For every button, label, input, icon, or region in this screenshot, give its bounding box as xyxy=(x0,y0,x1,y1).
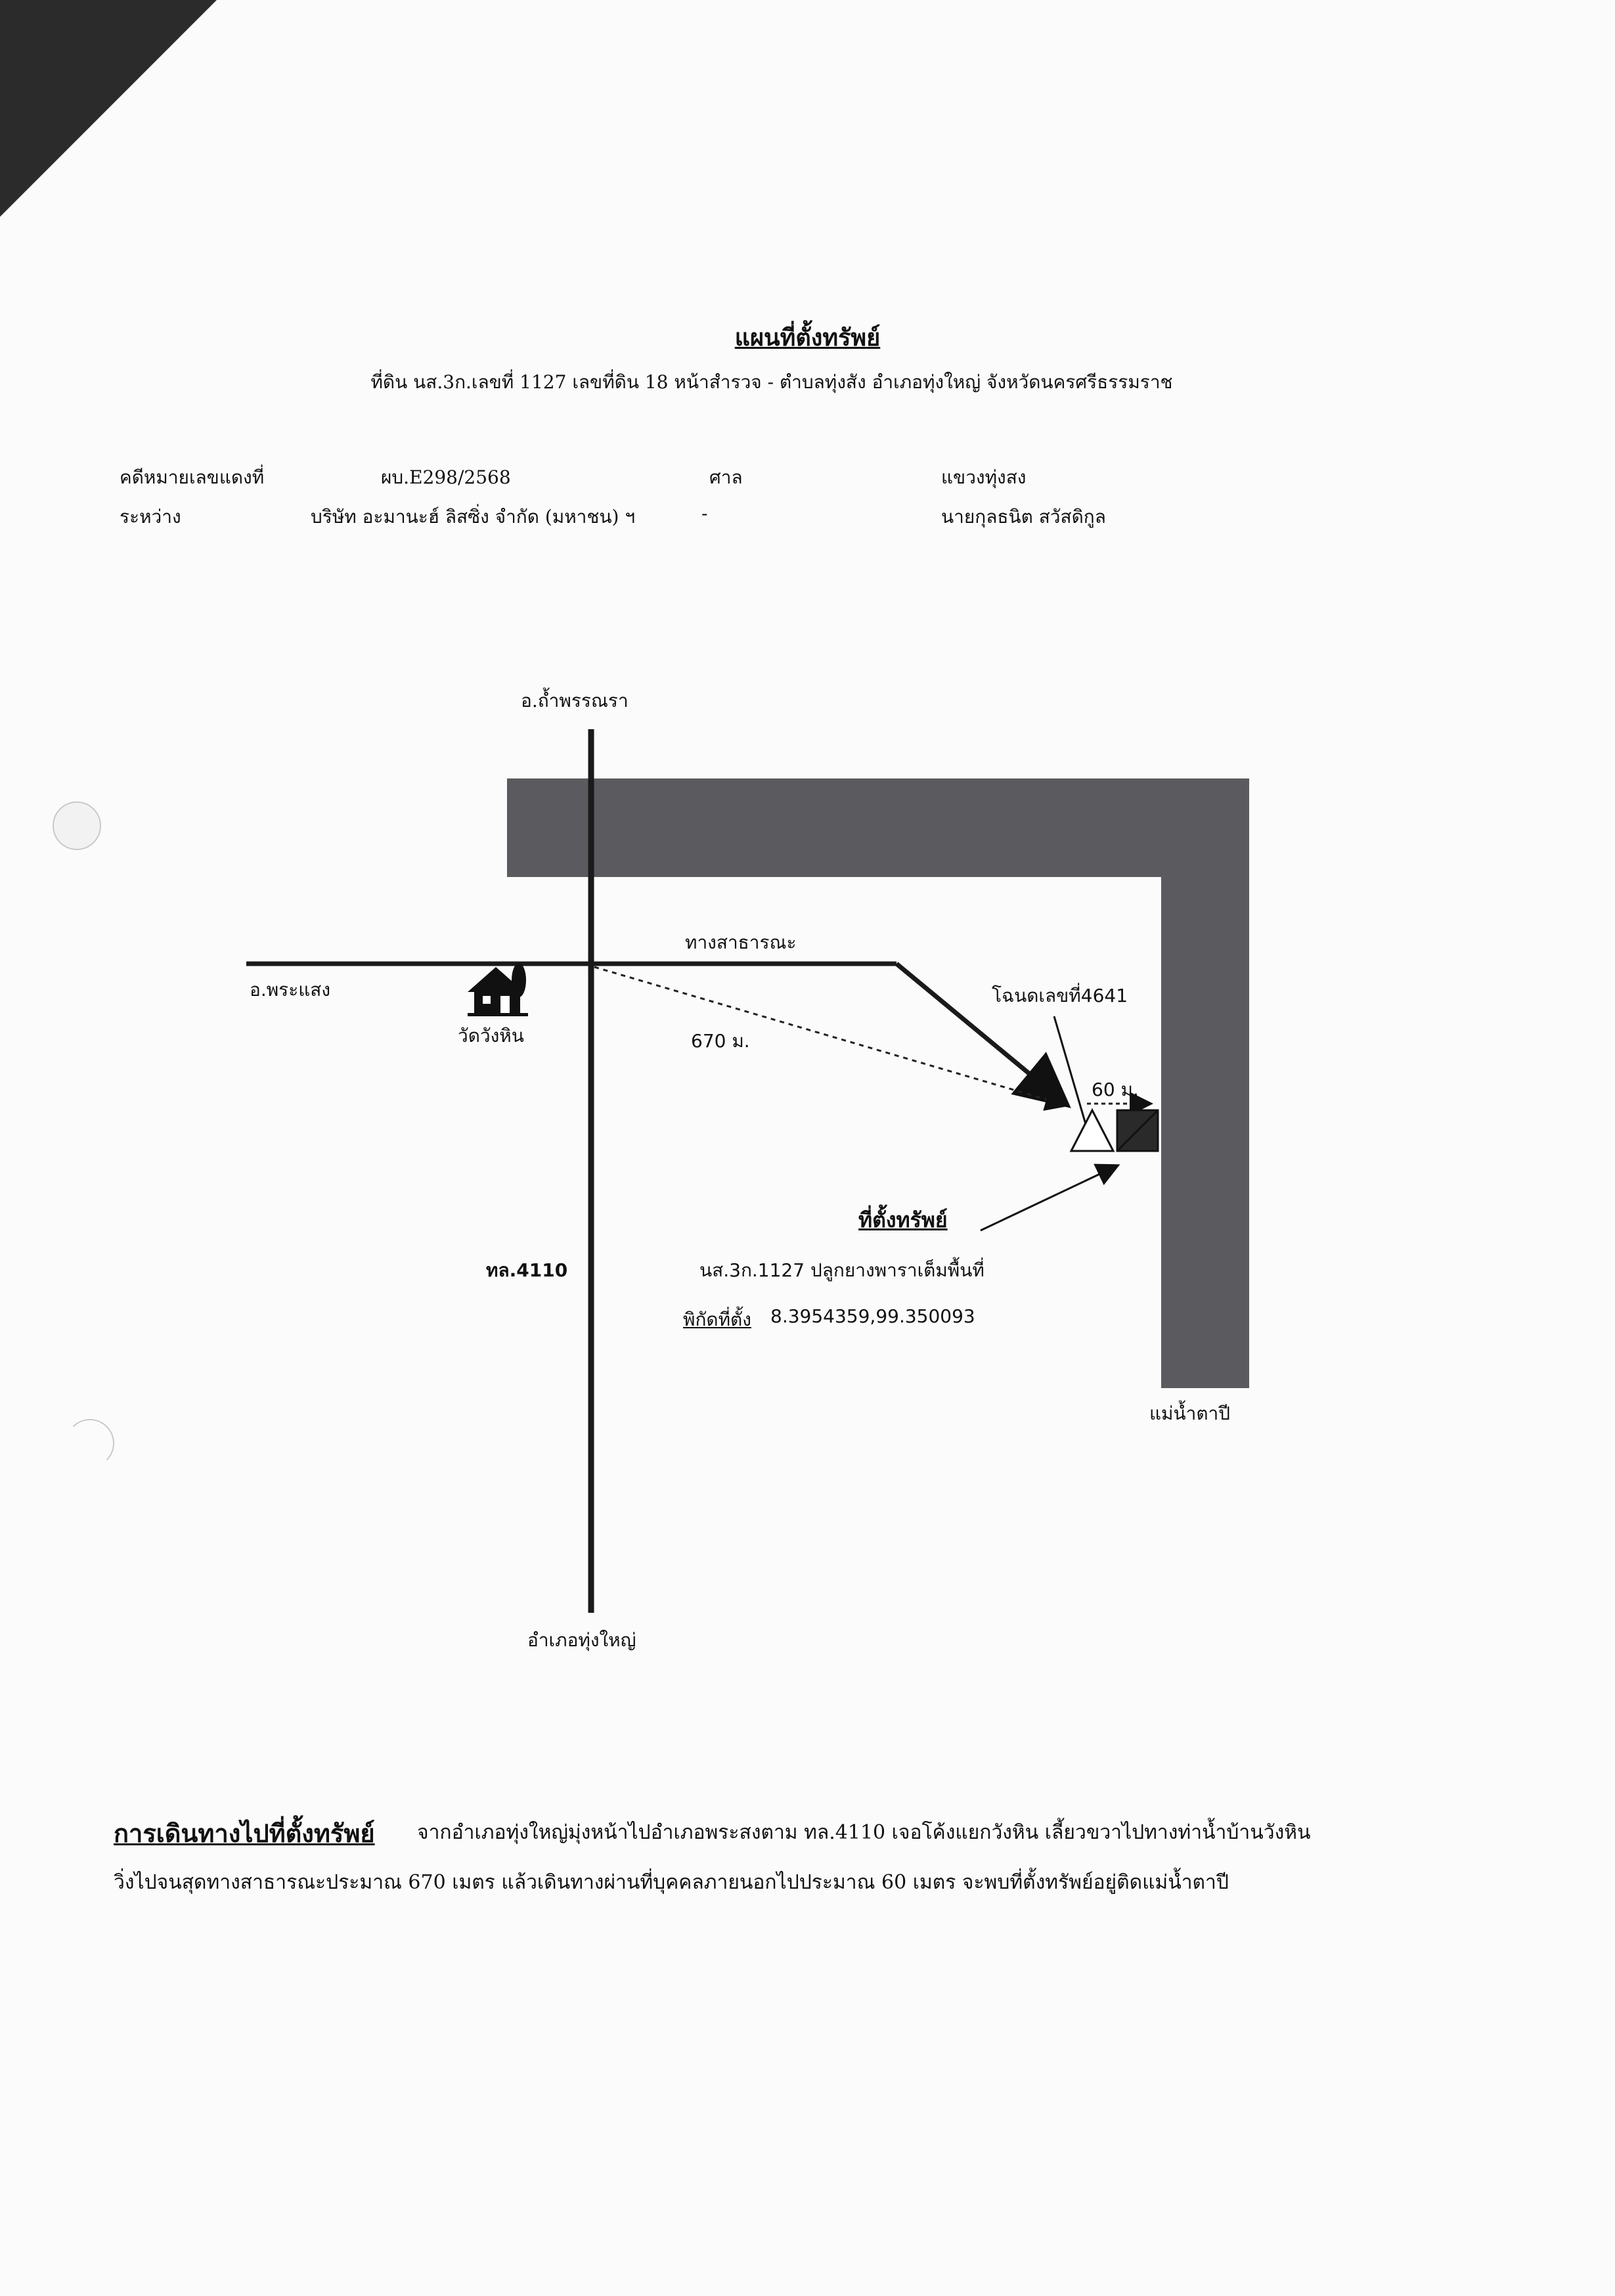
route-heading: การเดินทางไปที่ตั้งทรัพย์ xyxy=(114,1818,375,1848)
public-road-label: ทางสาธารณะ xyxy=(685,932,797,953)
case-dash: - xyxy=(701,503,708,524)
deed-label: โฉนดเลขที่4641 xyxy=(992,985,1128,1006)
coordinate-label: พิกัดที่ตั้ง xyxy=(683,1309,751,1330)
river-label: แม่น้ำตาปี xyxy=(1149,1403,1231,1424)
folded-corner xyxy=(0,0,217,217)
highway-label: ทล.4110 xyxy=(486,1259,568,1281)
dashed-670m-line xyxy=(594,966,1069,1111)
page-subtitle: ที่ดิน นส.3ก.เลขที่ 1127 เลขที่ดิน 18 หน… xyxy=(370,371,1173,393)
distance-670-label: 670 ม. xyxy=(691,1030,750,1052)
page-title: แผนที่ตั้งทรัพย์ xyxy=(734,324,881,351)
south-destination-label: อำเภอทุ่งใหญ่ xyxy=(527,1629,636,1651)
route-line-1: จากอำเภอทุ่งใหญ่มุ่งหน้าไปอำเภอพระสงตาม … xyxy=(417,1821,1311,1844)
north-destination-label: อ.ถ้ำพรรณรา xyxy=(521,690,629,711)
defendant-name: นายกุลธนิต สวัสดิกูล xyxy=(941,506,1106,528)
coordinate-value: 8.3954359,99.350093 xyxy=(770,1305,975,1327)
public-road-diagonal xyxy=(895,962,1071,1108)
between-label: ระหว่าง xyxy=(120,506,181,528)
property-label: ที่ตั้งทรัพย์ xyxy=(858,1207,948,1232)
punch-hole-bottom xyxy=(66,1419,114,1468)
river-shape xyxy=(507,778,1249,1388)
distance-60-label: 60 ม. xyxy=(1092,1079,1139,1100)
case-no-value: ผบ.E298/2568 xyxy=(381,466,511,488)
triangle-marker-icon xyxy=(1069,1108,1115,1152)
case-no-label: คดีหมายเลขแดงที่ xyxy=(120,466,265,488)
property-description: นส.3ก.1127 ปลูกยางพาราเต็มพื้นที่ xyxy=(699,1259,984,1281)
deed-pointer xyxy=(1053,1016,1092,1140)
temple-label: วัดวังหิน xyxy=(458,1025,524,1047)
west-destination-label: อ.พระแสง xyxy=(250,979,331,1001)
tree-icon xyxy=(512,963,526,1013)
house-icon xyxy=(468,967,528,1016)
route-line-2: วิ่งไปจนสุดทางสาธารณะประมาณ 670 เมตร แล้… xyxy=(114,1871,1229,1894)
plaintiff-name: บริษัท อะมานะฮ์ ลิสซิ่ง จำกัด (มหาชน) ฯ xyxy=(311,506,636,528)
property-pointer xyxy=(980,1163,1120,1232)
court-value: แขวงทุ่งสง xyxy=(941,466,1027,488)
punch-hole-top xyxy=(53,801,101,850)
court-label: ศาล xyxy=(709,466,743,488)
property-square-icon xyxy=(1116,1109,1159,1152)
